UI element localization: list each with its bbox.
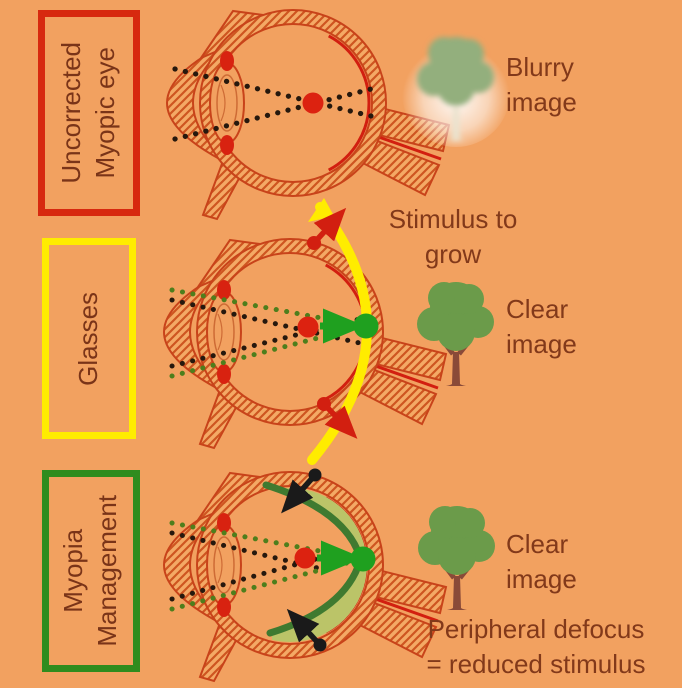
caption-clear-image-management: Clear image (506, 529, 577, 595)
eye-diagram-myopia-management (162, 468, 448, 683)
retinal-focus-dot (353, 313, 379, 339)
myopic-focal-point-dot (294, 547, 316, 569)
label-text-myopia-management: Myopia Management (58, 495, 123, 647)
label-box-uncorrected-myopic-eye: Uncorrected Myopic eye (38, 10, 140, 216)
retinal-focus-dot (350, 546, 376, 572)
eye-diagram-glasses (162, 198, 448, 465)
caption-clear-image-glasses: Clear image (506, 294, 577, 360)
caption-peripheral-defocus: Peripheral defocus = reduced stimulus (426, 614, 646, 680)
caption-stimulus-to-grow: Stimulus to grow (388, 204, 518, 270)
myopic-focal-point-dot (297, 316, 319, 338)
eye-diagram-uncorrected (165, 8, 451, 221)
light-rays-black (169, 297, 367, 369)
myopic-focal-point-dot (302, 92, 324, 114)
label-box-glasses: Glasses (42, 238, 136, 439)
light-rays-black (172, 66, 374, 142)
label-text-uncorrected-myopic-eye: Uncorrected Myopic eye (56, 42, 120, 184)
caption-blurry-image: Blurry image (506, 52, 577, 118)
light-rays-green (169, 287, 367, 379)
label-box-myopia-management: Myopia Management (42, 470, 140, 672)
blurry-tree-icon (402, 37, 510, 147)
growth-stimulus-arrows-red (307, 207, 358, 439)
reduced-stimulus-arrows-black (281, 468, 327, 652)
label-text-glasses: Glasses (73, 291, 104, 386)
